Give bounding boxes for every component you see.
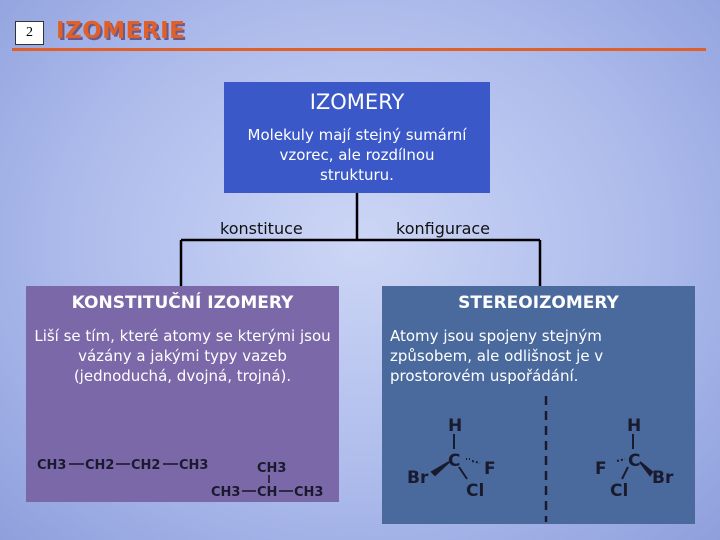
branch-top-group: CH3 <box>257 461 286 476</box>
chain-group-3: CH2 <box>131 458 160 473</box>
mol1-fluorine: F <box>484 459 496 479</box>
branch-label-constitution: konstituce <box>220 219 303 238</box>
constitutional-isomers-box: KONSTITUČNÍ IZOMERY Liší se tím, které a… <box>26 286 339 502</box>
title-underline <box>12 48 706 51</box>
mol2-chlorine: Cl <box>610 481 628 501</box>
mol1-chlorine: Cl <box>466 481 484 501</box>
slide-number: 2 <box>15 21 44 45</box>
isomers-definition: Molekuly mají stejný sumární vzorec, ale… <box>247 126 467 184</box>
mol2-hydrogen: H <box>627 416 641 436</box>
chain-group-1: CH3 <box>37 458 66 473</box>
mol2-bromine: Br <box>652 468 674 488</box>
mol1-hydrogen: H <box>448 416 462 436</box>
isomers-heading: IZOMERY <box>309 90 405 114</box>
isomers-box: IZOMERY Molekuly mají stejný sumární vzo… <box>224 82 490 193</box>
stereoisomers-box: STEREOIZOMERY Atomy jsou spojeny stejným… <box>382 286 695 524</box>
branch-group-3: CH3 <box>294 485 323 500</box>
mol2-carbon: C <box>628 451 640 471</box>
constitutional-description: Liší se tím, které atomy se kterými jsou… <box>34 327 331 385</box>
stereoisomer-structures: H C Br F Cl H C F Br Cl <box>407 396 674 522</box>
branch-group-2: CH <box>257 485 277 500</box>
slide-title: IZOMERIE <box>56 18 186 44</box>
constitutional-heading: KONSTITUČNÍ IZOMERY <box>71 293 294 313</box>
chain-group-2: CH2 <box>85 458 114 473</box>
branch-group-1: CH3 <box>211 485 240 500</box>
branch-label-configuration: konfigurace <box>396 219 491 238</box>
mol1-bromine: Br <box>407 468 429 488</box>
constitutional-formulas: CH3 CH2 CH2 CH3 CH3 CH3 CH CH3 <box>37 458 323 500</box>
stereoisomers-description: Atomy jsou spojeny stejným způsobem, ale… <box>390 327 604 385</box>
chain-group-4: CH3 <box>179 458 208 473</box>
mol2-fluorine: F <box>595 459 607 479</box>
stereoisomers-heading: STEREOIZOMERY <box>458 293 619 313</box>
mol1-carbon: C <box>448 451 460 471</box>
